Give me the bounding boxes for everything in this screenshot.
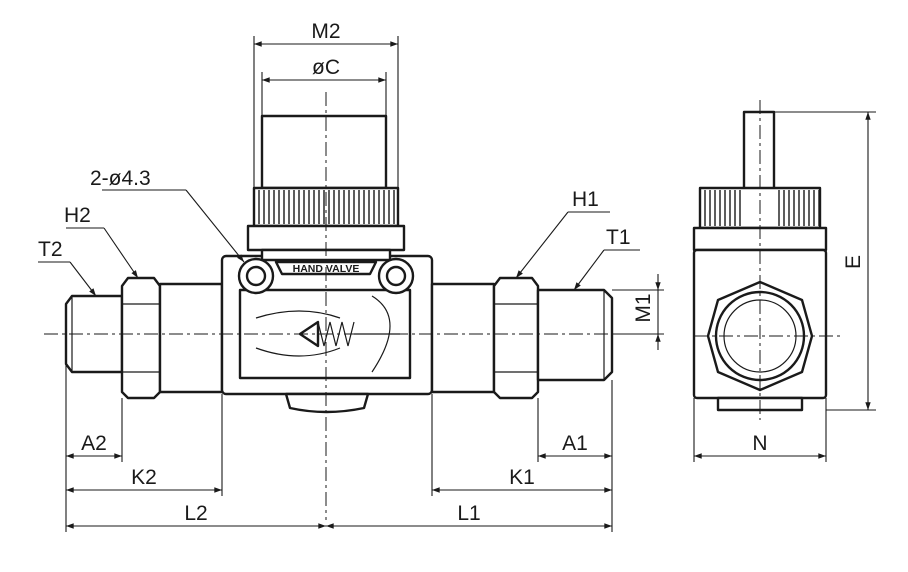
label-h1: H1	[572, 188, 599, 211]
label-h2: H2	[64, 204, 91, 227]
mounting-hole-right	[377, 257, 415, 295]
right-tube-body	[430, 282, 496, 394]
label-l2: L2	[184, 502, 207, 525]
label-a1: A1	[562, 432, 588, 455]
label-m1: M1	[632, 293, 655, 322]
label-e: E	[842, 255, 865, 269]
valve-body	[220, 254, 434, 414]
right-hex-nut	[492, 276, 540, 400]
right-threaded-stub	[536, 288, 614, 382]
label-diameter-c: øC	[312, 56, 340, 79]
label-k1: K1	[509, 466, 535, 489]
label-a2: A2	[81, 432, 107, 455]
side-knob-stem	[742, 110, 776, 192]
label-m2: M2	[311, 20, 340, 43]
label-k2: K2	[131, 466, 157, 489]
label-t1: T1	[606, 226, 631, 249]
dimensions: M2 øC 2-ø4.3 H2 T2 H1 T1 M1	[38, 20, 876, 532]
label-t2: T2	[38, 238, 63, 261]
left-hex-nut	[120, 276, 162, 400]
label-n: N	[752, 432, 767, 455]
left-tube-body	[158, 282, 224, 394]
mounting-hole-left	[237, 257, 275, 295]
label-mounting-holes: 2-ø4.3	[90, 167, 151, 190]
front-view: HAND VALVE	[44, 92, 640, 520]
side-view	[692, 100, 840, 420]
label-l1: L1	[457, 502, 480, 525]
